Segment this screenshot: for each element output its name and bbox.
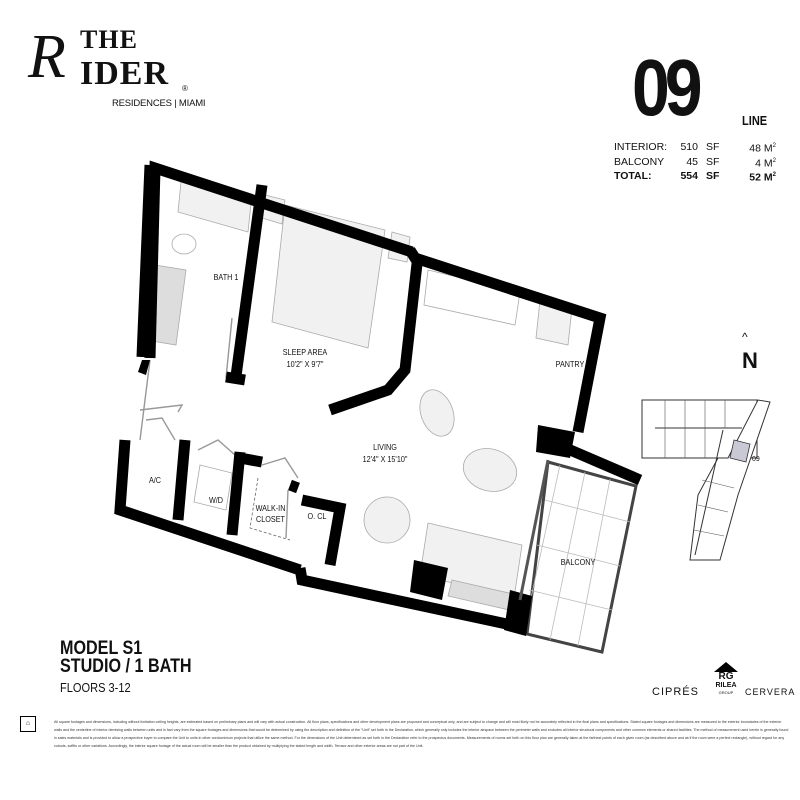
equal-housing-icon: ⌂	[20, 716, 36, 732]
dining-table	[363, 496, 411, 544]
key-plan	[641, 399, 771, 561]
north-label: N	[742, 348, 758, 373]
area-table: INTERIOR: 510 SF 48 M2 BALCONY 45 SF 4 M…	[614, 140, 776, 184]
area-sf-unit: SF	[706, 170, 720, 183]
unit-line-word: LINE	[742, 113, 768, 128]
rilea-name: RILEA	[715, 682, 737, 689]
north-arrow-icon: ^	[742, 330, 748, 344]
model-name: MODEL S1	[60, 638, 143, 659]
walls	[114, 160, 643, 634]
room-label-walkin: WALK-IN	[255, 503, 286, 513]
column	[536, 425, 575, 458]
chair	[419, 389, 455, 437]
logo-the: THE	[80, 25, 138, 54]
room-label-living: LIVING	[373, 442, 397, 452]
area-row-total: TOTAL: 554 SF 52 M2	[614, 169, 776, 184]
brand-cervera: CERVERA	[745, 687, 796, 697]
brand-rilea: RG RILEA GROUP	[712, 662, 740, 695]
area-label: TOTAL:	[614, 170, 652, 183]
model-title: MODEL S1 STUDIO / 1 BATH	[60, 638, 192, 677]
washer-dryer	[193, 464, 233, 511]
rilea-roof-icon	[714, 662, 738, 672]
room-dim-living: 12'4" X 15'10"	[362, 454, 408, 464]
room-label-wd: W/D	[208, 495, 224, 505]
brand-cipres: CIPRÉS	[652, 686, 699, 698]
coffee-table	[462, 448, 518, 492]
model-floors: FLOORS 3-12	[60, 680, 131, 695]
area-m2: 4 M2	[755, 157, 776, 169]
room-label-closet: CLOSET	[256, 514, 285, 524]
doors	[139, 317, 299, 539]
column	[504, 590, 532, 636]
unit-line-number: 09	[632, 43, 703, 132]
rilea-mark: RG	[718, 671, 734, 682]
area-label: BALCONY	[614, 155, 665, 168]
column	[410, 560, 448, 600]
toilet	[171, 233, 197, 255]
room-label-ac: A/C	[148, 475, 162, 485]
closet-rod	[249, 477, 291, 541]
room-dim-sleep: 10'2" X 9'7"	[286, 359, 324, 369]
key-plan-highlight	[729, 439, 751, 463]
area-sf: 510	[680, 141, 698, 154]
logo-letter-r: R	[28, 23, 66, 91]
area-sf-unit: SF	[706, 141, 720, 154]
area-m2: 48 M2	[749, 142, 776, 155]
wall-stub	[138, 360, 150, 375]
rilea-sub: GROUP	[718, 690, 734, 695]
sliding-door	[518, 459, 550, 601]
area-sf-unit: SF	[706, 155, 720, 168]
area-m2: 52 M2	[749, 171, 776, 184]
logo-subtitle: RESIDENCES | MIAMI	[112, 98, 206, 109]
bed	[271, 204, 386, 349]
key-plan-unit-label: 09	[752, 456, 760, 463]
area-sf: 45	[686, 155, 698, 168]
area-row-interior: INTERIOR: 510 SF 48 M2	[614, 140, 776, 155]
room-label-sleep: SLEEP AREA	[282, 347, 328, 357]
logo-ider: IDER	[80, 55, 170, 92]
area-row-balcony: BALCONY 45 SF 4 M2	[614, 155, 776, 169]
disclaimer-text: All square footages and dimensions, incl…	[54, 720, 789, 748]
area-sf: 554	[680, 170, 698, 183]
area-label: INTERIOR:	[614, 141, 668, 154]
model-type: STUDIO / 1 BATH	[60, 656, 192, 677]
room-label-balcony: BALCONY	[560, 557, 596, 567]
balcony	[523, 460, 638, 654]
room-label-pantry: PANTRY	[555, 359, 585, 369]
room-label-ocl: O. CL	[307, 511, 327, 521]
registered-mark: ®	[182, 84, 188, 93]
room-label-bath: BATH 1	[213, 272, 239, 282]
